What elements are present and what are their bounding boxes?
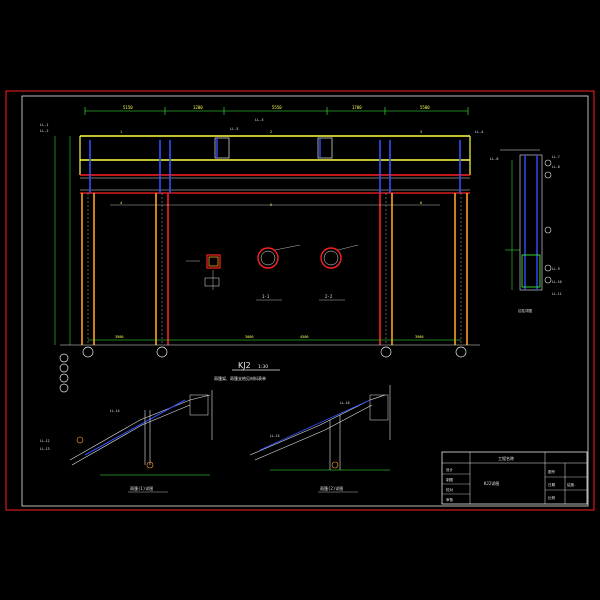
svg-text:LL-6: LL-6 <box>490 157 498 161</box>
svg-text:LL-16: LL-16 <box>340 401 350 405</box>
title-block-row-1: 设计 <box>446 467 454 472</box>
svg-text:LL-1: LL-1 <box>40 123 48 127</box>
svg-text:LL-12: LL-12 <box>40 439 50 443</box>
top-dim-1: 5150 <box>123 105 133 110</box>
title-block-right-1: 图号 <box>548 469 556 474</box>
title-block-row-3: 校对 <box>446 487 454 492</box>
title-block-row-4: 审核 <box>446 497 454 502</box>
section-1-label: 1-1 <box>262 294 270 299</box>
svg-text:LL-8: LL-8 <box>552 165 560 169</box>
svg-text:LL-5: LL-5 <box>230 127 238 131</box>
section-2-label: 2-2 <box>325 294 333 299</box>
svg-text:LL-7: LL-7 <box>552 155 560 159</box>
detail-right-label: 雨篷(2)详图 <box>320 485 343 491</box>
inner-frame <box>21 95 589 507</box>
outer-frame <box>5 90 595 511</box>
main-note: 雨篷架、雨篷支枱见材料表单 <box>214 375 266 381</box>
bottom-dim-1: 3900 <box>115 335 123 339</box>
canopy-detail-2: LL-15 LL-16 雨篷(2)详图 <box>249 385 391 493</box>
svg-text:4: 4 <box>120 201 122 205</box>
svg-text:LL-15: LL-15 <box>270 434 280 438</box>
svg-text:LL-13: LL-13 <box>40 447 50 451</box>
bottom-dim-4: 3900 <box>415 335 423 339</box>
svg-text:3: 3 <box>420 130 422 134</box>
top-dim-3: 5550 <box>272 105 282 110</box>
section-details: 1-1 2-2 <box>186 244 359 301</box>
title-block-drawing-name: KJ2详图 <box>484 480 499 486</box>
bottom-dim-3: 4500 <box>300 335 308 339</box>
main-title: KJ2 <box>238 361 251 370</box>
title-block-sheet: 结施- <box>567 482 576 487</box>
svg-text:LL-14: LL-14 <box>110 409 120 413</box>
bottom-dim-2: 3000 <box>245 335 253 339</box>
title-block-row-2: 制图 <box>446 477 454 482</box>
svg-text:LL-9: LL-9 <box>552 267 560 271</box>
side-column-detail: LL-7LL-8 LL-9LL-10 LL-11 边柱详图 <box>500 149 562 313</box>
top-dim-4: 1700 <box>352 105 362 110</box>
svg-text:LL-4: LL-4 <box>475 130 483 134</box>
svg-text:6: 6 <box>420 201 422 205</box>
side-detail-label: 边柱详图 <box>518 308 532 313</box>
top-dim-2: 1200 <box>193 105 203 110</box>
detail-left-label: 雨篷(1)详图 <box>130 485 153 491</box>
title-block: 工程名称 KJ2详图 设计 制图 校对 审核 图号 日期 比例 结施- <box>441 451 588 505</box>
main-scale: 1:30 <box>258 364 268 370</box>
svg-text:2: 2 <box>270 130 272 134</box>
svg-text:1: 1 <box>120 130 122 134</box>
svg-text:LL-3: LL-3 <box>255 118 263 122</box>
frame-elevation: 5150 1200 5550 1700 5500 <box>40 105 498 393</box>
title-block-right-2: 日期 <box>548 482 556 487</box>
svg-text:LL-11: LL-11 <box>552 292 562 296</box>
svg-text:LL-10: LL-10 <box>552 280 562 284</box>
top-dim-5: 5500 <box>420 105 430 110</box>
svg-text:LL-2: LL-2 <box>40 129 48 133</box>
title-block-right-3: 比例 <box>548 495 556 500</box>
title-block-header: 工程名称 <box>498 455 514 461</box>
